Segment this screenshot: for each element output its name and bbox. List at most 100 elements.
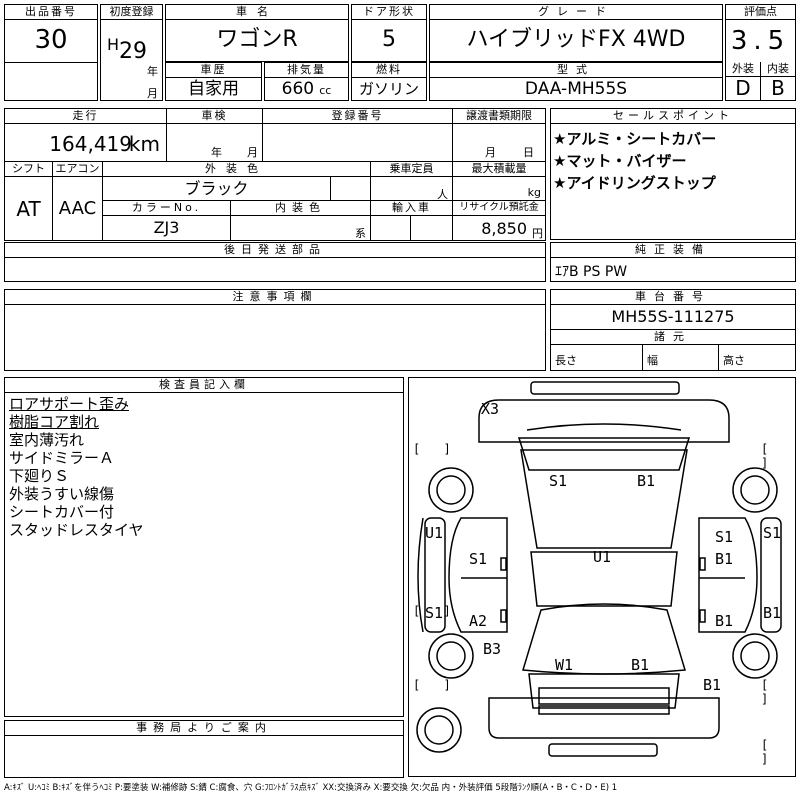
year-unit: 年: [147, 65, 158, 78]
cap-label: 乗車定員: [371, 162, 453, 177]
inspect-year: 年: [211, 146, 222, 159]
fuel-box: 燃料 ガソリン: [351, 62, 427, 101]
sales-point: ★アイドリングストップ: [553, 174, 716, 192]
import-cell-b: [411, 216, 453, 240]
model-box: 型式 DAA-MH55S: [429, 62, 723, 101]
load-unit: kg: [527, 186, 541, 199]
reg-label: 初度登録: [101, 5, 162, 20]
damage-mark: S1: [715, 528, 734, 546]
lot-label: 出品番号: [5, 5, 97, 20]
disp-box: 排気量 660 cc: [264, 62, 349, 101]
office-box: 事務局よりご案内: [4, 720, 404, 778]
damage-mark: S1: [763, 524, 782, 542]
disp-value: 660: [281, 79, 315, 99]
damage-mark: B1: [715, 612, 734, 630]
int-cell: 内装 B: [761, 62, 795, 100]
color-value: ブラック: [103, 177, 331, 201]
door-value: 5: [382, 27, 396, 52]
damage-mark: A2: [469, 612, 488, 630]
damage-mark: X3: [481, 400, 500, 418]
colorno-label: カラーNo.: [103, 201, 231, 216]
damage-mark: U1: [425, 524, 444, 542]
shift-value: AT: [5, 177, 53, 240]
color-label: 外装色: [103, 162, 371, 177]
inspect-label: 車検: [167, 109, 263, 124]
score-label: 評価点: [726, 5, 795, 20]
month-unit: 月: [147, 87, 158, 100]
recycle-unit: 円: [532, 227, 543, 240]
cap-cell: 人: [371, 177, 453, 201]
bracket-mark: [ ]: [413, 604, 459, 618]
inspector-note: サイドミラーＡ: [9, 449, 115, 467]
reg-year: 29: [119, 39, 147, 64]
sales-point: ★アルミ・シートカバー: [553, 130, 717, 148]
hist-label: 車歴: [166, 63, 261, 78]
inspector-note: ロアサポート歪み: [9, 395, 130, 413]
inspector-note: シートカバー付: [9, 503, 115, 521]
damage-mark: B1: [703, 676, 722, 694]
score-box: 評価点 3.5 外装 D 内装 B: [725, 4, 796, 101]
doc-day: 日: [523, 146, 534, 159]
width-cell: 幅: [643, 345, 719, 370]
regno-label: 登録番号: [263, 109, 453, 124]
grade-label: グレード: [430, 5, 722, 20]
ac-value: AAC: [53, 177, 103, 240]
ext-label: 外装: [726, 62, 760, 77]
reg-box: 初度登録 H 29 年 月: [100, 4, 163, 101]
score-value: 3.5: [726, 20, 795, 63]
recycle-value: 8,850: [481, 219, 527, 238]
recycle-label: リサイクル預託金: [453, 201, 545, 216]
sales-label: セールスポイント: [551, 109, 795, 124]
bracket-mark: [ ]: [413, 678, 459, 692]
mileage-cell: 164,419 km: [5, 124, 167, 162]
damage-mark: B1: [763, 604, 782, 622]
inspector-note: スタッドレスタイヤ: [9, 521, 144, 539]
mileage-label: 走行: [5, 109, 167, 124]
office-label: 事務局よりご案内: [5, 721, 403, 736]
inspector-note: 樹脂コア割れ: [9, 413, 100, 431]
grade-value: ハイブリッドFX 4WD: [466, 27, 686, 52]
equip-box: 純正装備 ｴｱB PS PW: [550, 242, 796, 282]
length-label: 長さ: [555, 354, 577, 367]
car-diagram: X3 S1 B1 U1 S1 U1 S1 B1 S1 S1 A2 B1 B1 B…: [408, 377, 796, 777]
height-label: 高さ: [723, 354, 745, 367]
bracket-mark: [ ]: [761, 678, 777, 706]
colorno-value: ZJ3: [103, 216, 231, 240]
equip-label: 純正装備: [551, 243, 795, 258]
chassis-box: 車台番号 MH55S-111275 諸元 長さ 幅 高さ: [550, 289, 796, 371]
doc-label: 譲渡書類期限: [453, 109, 545, 124]
width-label: 幅: [647, 354, 658, 367]
lot-box: 出品番号 30: [4, 4, 98, 101]
model-value: DAA-MH55S: [524, 79, 628, 99]
sales-point: ★マット・バイザー: [553, 152, 687, 170]
legend: A:ｷｽﾞ U:ﾍｺﾐ B:ｷｽﾞを伴うﾍｺﾐ P:要塗装 W:補修跡 S:錆 …: [4, 783, 618, 793]
lot-number: 30: [5, 20, 97, 63]
shift-label: シフト: [5, 162, 53, 177]
disp-unit: cc: [319, 84, 332, 97]
detail-block: 走行 車検 登録番号 譲渡書類期限 164,419 km 年 月 月 日 シフト…: [4, 108, 546, 241]
later-parts-label: 後日発送部品: [5, 243, 545, 258]
int-label: 内装: [761, 62, 795, 77]
caution-box: 注意事項欄: [4, 289, 546, 371]
height-cell: 高さ: [719, 345, 795, 370]
damage-mark: U1: [593, 548, 612, 566]
intcolor-cell: 系: [231, 216, 371, 240]
car-outline-svg: [416, 381, 782, 757]
chassis-number: MH55S-111275: [551, 305, 795, 330]
int-grade: B: [771, 76, 785, 100]
equip-value: ｴｱB PS PW: [555, 264, 628, 280]
ext-grade: D: [735, 76, 751, 100]
damage-mark: S1: [425, 604, 444, 622]
fuel-value: ガソリン: [358, 80, 419, 98]
model-label: 型式: [430, 63, 722, 78]
mileage-unit: km: [128, 132, 160, 156]
mileage-value: 164,419: [49, 132, 132, 156]
door-box: ドア形状 5: [351, 4, 427, 62]
damage-mark: B1: [715, 550, 734, 568]
damage-mark: B1: [637, 472, 656, 490]
doc-month: 月: [485, 146, 496, 159]
inspector-note: 下廻りＳ: [9, 467, 70, 485]
inspector-box: 検査員記入欄 ロアサポート歪み 樹脂コア割れ 室内薄汚れ サイドミラーＡ 下廻り…: [4, 377, 404, 717]
inspector-note: 室内薄汚れ: [9, 431, 85, 449]
ext-cell: 外装 D: [726, 62, 761, 100]
